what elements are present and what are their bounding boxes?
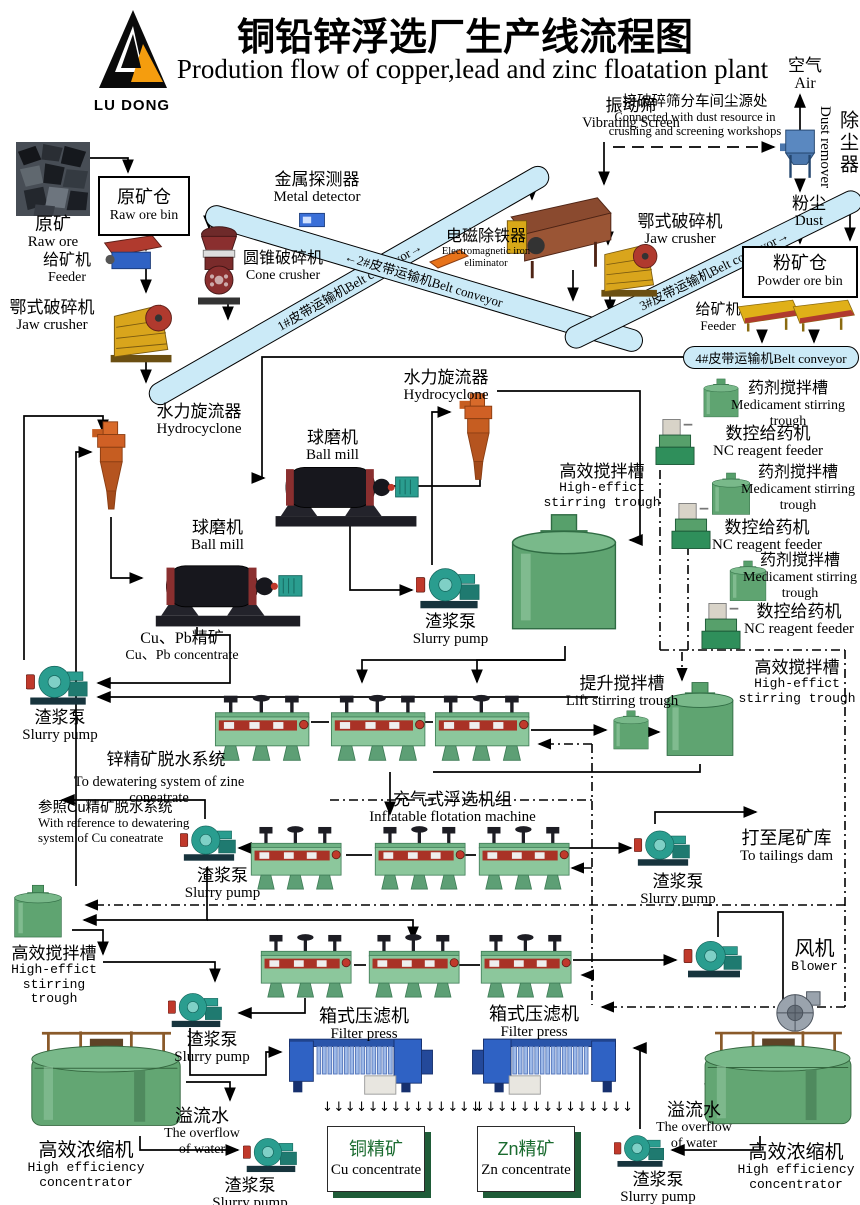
electromagnetic-label: 电磁除铁器 Electromagnetic iron eliminator	[441, 228, 531, 269]
company-logo: LU DONG	[92, 10, 172, 114]
zn-dewatering-cn-label: 锌精矿脱水系统	[106, 750, 226, 769]
flotation-machine-icon	[372, 820, 470, 896]
feeder-right-2-icon	[790, 296, 856, 334]
raw-ore-bin: 原矿仓 Raw ore bin	[98, 176, 190, 236]
slurry-pump-tailings-icon	[634, 824, 692, 870]
zn-concentrate-box: Zn精矿 Zn concentrate	[477, 1126, 575, 1192]
hydrocyclone2-icon	[456, 390, 506, 492]
high-effict-trough-left-icon	[0, 884, 76, 944]
ball-mill2-icon	[142, 548, 314, 630]
press1-discharge-arrows: ↓↓↓↓↓↓↓↓↓↓↓↓↓↓	[322, 1100, 482, 1115]
slurry-pump-center-icon	[416, 562, 482, 612]
slurry-pump-bl-icon	[243, 1132, 299, 1176]
metal-detector-icon	[296, 210, 328, 230]
cu-concentrate-box: 铜精矿 Cu concentrate	[327, 1126, 425, 1192]
nc-reagent-feeder1-icon	[652, 416, 698, 468]
flotation-machine-icon	[478, 930, 576, 1002]
dust-remover-en-label: Dust remover	[817, 106, 833, 189]
dust-remover-cn-label: 除尘器	[837, 110, 858, 176]
flotation-machine-icon	[328, 688, 430, 768]
powder-ore-bin: 粉矿仓 Powder ore bin	[742, 246, 858, 298]
cu-reference-label: 参照Cu精矿脱水系统 With reference to dewatering …	[38, 800, 190, 845]
slurry-pump-right-icon	[682, 936, 746, 980]
high-effict-trough-mid-icon	[500, 512, 628, 644]
lift-stirring-trough-icon	[610, 708, 652, 756]
dust-note-label: 接破碎筛分车间尘源处 Connected with dust resource …	[608, 94, 782, 139]
flotation-machine-icon	[432, 688, 534, 768]
press2-discharge-arrows: ↓↓↓↓↓↓↓↓↓↓↓↓↓↓	[474, 1100, 634, 1115]
jaw-crusher-icon	[106, 296, 178, 366]
logo-text: LU DONG	[93, 97, 171, 114]
cu-pb-concentrate-label: Cu、Pb精矿 Cu、Pb concentrate	[125, 630, 239, 663]
page-title: 铜铅锌浮选厂生产线流程图	[236, 17, 693, 59]
flotation-machine-icon	[476, 820, 574, 896]
feeder-icon	[102, 232, 164, 276]
page-subtitle: Prodution flow of copper,lead and zinc f…	[176, 54, 769, 84]
slurry-pump-left-icon	[26, 660, 90, 708]
flotation-machine-icon	[366, 930, 464, 1002]
belt-conveyor-4: 4#皮带运输机Belt conveyor	[683, 346, 859, 369]
zn-dewatering-en-label: To dewatering system of zine coneatrate	[73, 774, 245, 807]
hydrocyclone1-icon	[86, 420, 142, 520]
raw-ore-photo	[16, 142, 90, 216]
flotation-machine-icon	[258, 930, 356, 1002]
logo-triangle-icon	[99, 10, 167, 88]
